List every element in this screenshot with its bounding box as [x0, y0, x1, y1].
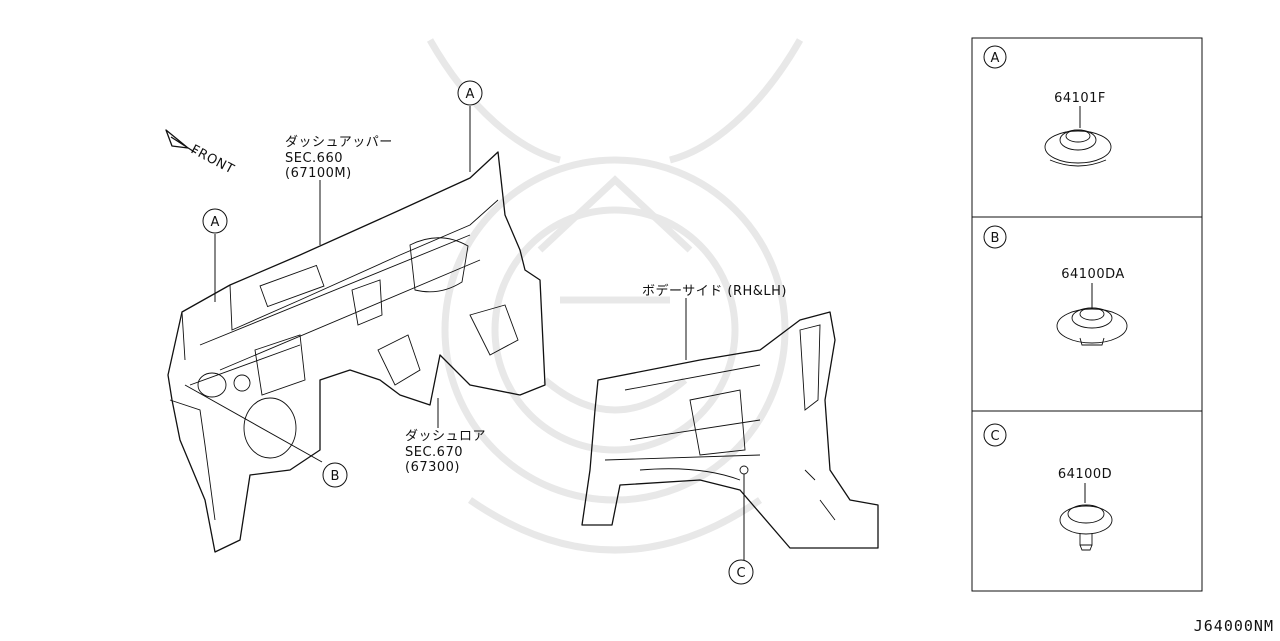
legend-part-b: 64100DA [1061, 267, 1125, 282]
dash-panel-assembly [167, 151, 546, 553]
legend-row-a: A 64101F [983, 45, 1112, 167]
dash-upper-part-number: (67100M) [285, 166, 352, 181]
leader-b [184, 384, 323, 463]
svg-text:A: A [466, 87, 475, 102]
callout-dash-lower: ダッシュロア SEC.670 (67300) [405, 429, 486, 475]
grommet-a-icon [1044, 129, 1112, 167]
callout-dash-upper: ダッシュアッパー SEC.660 (67100M) [285, 135, 393, 181]
body-side-name: ボデーサイド (RH&LH) [642, 283, 787, 299]
marker-c: C [728, 559, 754, 585]
marker-b: B [322, 462, 348, 488]
leader-lines [184, 106, 745, 560]
front-arrow: FRONT [165, 129, 237, 178]
dash-lower-part-number: (67300) [405, 460, 460, 475]
watermark-emblem [426, 38, 804, 554]
legend-row-b: B 64100DA [983, 225, 1128, 346]
marker-a-top: A [457, 80, 483, 106]
legend-table: A 64101F B 64100DA C [971, 37, 1203, 592]
legend-row-c: C 64100D [983, 423, 1113, 551]
legend-marker-b: B [991, 231, 1000, 246]
legend-marker-a: A [991, 51, 1000, 66]
front-label: FRONT [188, 142, 236, 177]
dash-lower-name: ダッシュロア [405, 429, 486, 444]
body-side-panel [581, 311, 879, 549]
legend-part-c: 64100D [1058, 467, 1112, 482]
marker-a-left: A [202, 208, 228, 234]
clip-c-icon [1059, 504, 1113, 551]
dash-upper-sec: SEC.660 [285, 151, 343, 166]
svg-text:C: C [736, 566, 745, 581]
grommet-b-icon [1056, 307, 1128, 346]
callout-body-side: ボデーサイド (RH&LH) [642, 283, 787, 299]
svg-text:A: A [211, 215, 220, 230]
dash-upper-name: ダッシュアッパー [285, 135, 393, 150]
legend-marker-c: C [990, 429, 999, 444]
dash-lower-sec: SEC.670 [405, 445, 463, 460]
svg-text:B: B [331, 469, 340, 484]
legend-part-a: 64101F [1054, 91, 1106, 106]
diagram-code: J64000NM [1193, 617, 1274, 635]
